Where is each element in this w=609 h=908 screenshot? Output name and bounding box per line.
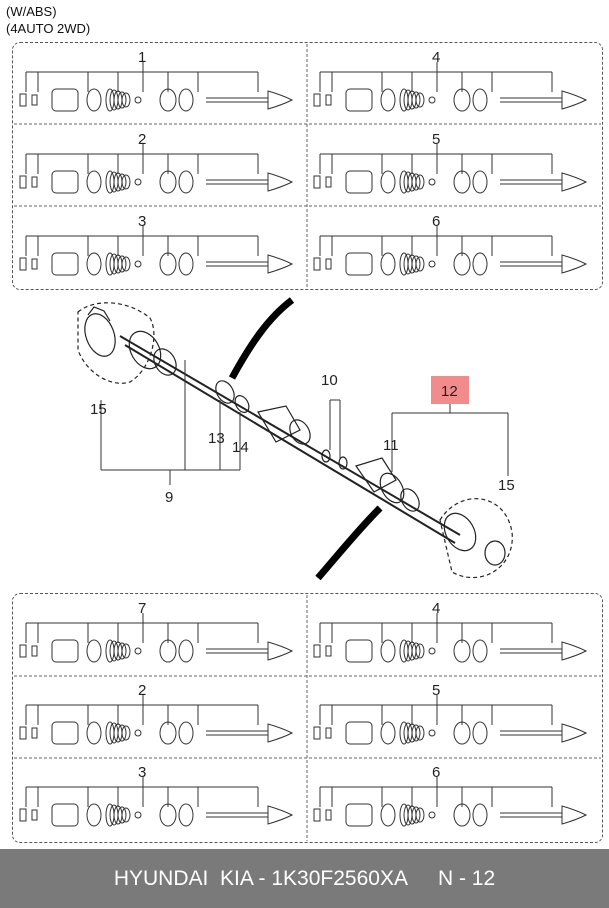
assembly-cell-top-4 <box>313 144 588 194</box>
assembly-cell-bottom-4 <box>313 695 588 745</box>
callout-15-right: 15 <box>498 477 515 494</box>
highlighted-callout-box <box>431 376 469 404</box>
cell-label: 5 <box>432 682 440 699</box>
page-number: N - 12 <box>437 867 496 890</box>
assembly-cell-bottom-5 <box>19 777 294 827</box>
assembly-cell-top-5 <box>19 226 294 276</box>
cell-label: 6 <box>432 764 440 781</box>
assembly-cell-top-1 <box>19 62 294 112</box>
top-variant-panel <box>12 42 603 290</box>
variant-abs-label: (W/ABS) <box>6 4 57 19</box>
variant-drive-label: (4AUTO 2WD) <box>6 21 91 36</box>
callout-14: 14 <box>232 439 249 456</box>
cell-label: 2 <box>138 682 146 699</box>
callout-9: 9 <box>165 489 173 506</box>
assembly-cell-bottom-6 <box>313 777 588 827</box>
callout-10: 10 <box>321 372 338 389</box>
callout-15-left: 15 <box>90 401 107 418</box>
assembly-cell-top-2 <box>313 62 588 112</box>
footer-bar: HYUNDAI KIA - 1K30F2560XA N - 12 <box>0 849 609 908</box>
assembly-cell-bottom-1 <box>19 613 294 663</box>
callout-12: 12 <box>441 383 458 400</box>
part-number-label: HYUNDAI KIA - 1K30F2560XA <box>113 867 408 890</box>
bottom-variant-panel <box>12 593 603 843</box>
cell-label: 6 <box>432 213 440 230</box>
cell-label: 7 <box>138 600 146 617</box>
cell-label: 3 <box>138 764 146 781</box>
cell-label: 3 <box>138 213 146 230</box>
cell-label: 4 <box>432 49 440 66</box>
cell-label: 5 <box>432 131 440 148</box>
assembly-cell-bottom-3 <box>19 695 294 745</box>
center-assembly <box>77 302 513 579</box>
callout-13: 13 <box>208 430 225 447</box>
cell-label: 2 <box>138 131 146 148</box>
assembly-cell-bottom-2 <box>313 613 588 663</box>
assembly-cell-top-6 <box>313 226 588 276</box>
cell-label: 1 <box>138 49 146 66</box>
cell-label: 4 <box>432 600 440 617</box>
callout-11: 11 <box>383 437 399 454</box>
assembly-cell-top-3 <box>19 144 294 194</box>
